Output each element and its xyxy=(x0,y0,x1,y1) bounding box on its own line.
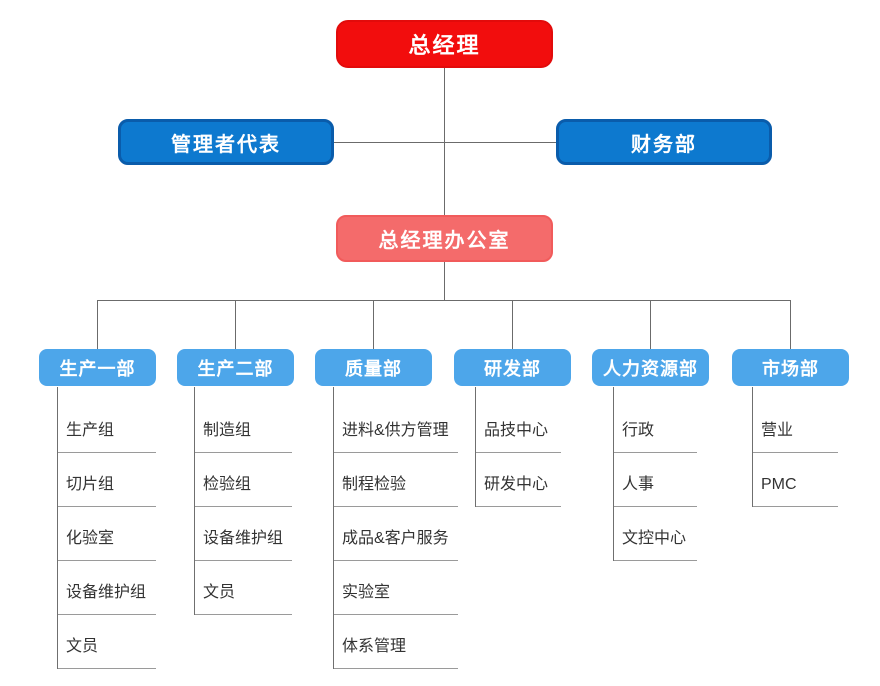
node-dept-quality-label: 质量部 xyxy=(345,358,402,379)
list-quality-units: 进料&供方管理 制程检验 成品&客户服务 实验室 体系管理 xyxy=(333,387,458,669)
list-production2-units: 制造组 检验组 设备维护组 文员 xyxy=(194,387,292,615)
list-item: PMC xyxy=(753,453,838,507)
node-dept-hr-label: 人力资源部 xyxy=(603,358,698,379)
node-gm-office-label: 总经理办公室 xyxy=(378,230,511,252)
list-rnd-units: 品技中心 研发中心 xyxy=(475,387,561,507)
connector-level2-horizontal xyxy=(334,142,556,143)
list-item: 营业 xyxy=(753,387,838,453)
list-item: 设备维护组 xyxy=(195,507,292,561)
list-production1-units: 生产组 切片组 化验室 设备维护组 文员 xyxy=(57,387,156,669)
node-dept-rnd-label: 研发部 xyxy=(484,358,541,379)
connector-drop-production1 xyxy=(97,300,98,349)
node-general-manager-label: 总经理 xyxy=(408,33,481,58)
node-finance-department-label: 财务部 xyxy=(631,133,697,156)
list-item: 研发中心 xyxy=(476,453,561,507)
connector-department-bus xyxy=(97,300,791,301)
node-general-manager: 总经理 xyxy=(336,20,553,68)
list-item: 检验组 xyxy=(195,453,292,507)
list-item: 生产组 xyxy=(58,387,156,453)
list-item: 文员 xyxy=(58,615,156,669)
node-management-representative-label: 管理者代表 xyxy=(171,133,281,156)
list-item: 化验室 xyxy=(58,507,156,561)
node-dept-hr: 人力资源部 xyxy=(592,349,709,386)
list-item: 制造组 xyxy=(195,387,292,453)
list-market-units: 营业 PMC xyxy=(752,387,838,507)
list-hr-units: 行政 人事 文控中心 xyxy=(613,387,697,561)
node-finance-department: 财务部 xyxy=(556,119,772,165)
node-dept-rnd: 研发部 xyxy=(454,349,571,386)
list-item: 文控中心 xyxy=(614,507,697,561)
list-item: 切片组 xyxy=(58,453,156,507)
node-dept-quality: 质量部 xyxy=(315,349,432,386)
node-dept-market-label: 市场部 xyxy=(762,358,819,379)
connector-drop-production2 xyxy=(235,300,236,349)
list-item: 成品&客户服务 xyxy=(334,507,458,561)
node-dept-production2: 生产二部 xyxy=(177,349,294,386)
connector-root-to-office xyxy=(444,68,445,215)
connector-drop-rnd xyxy=(512,300,513,349)
list-item: 实验室 xyxy=(334,561,458,615)
list-item: 文员 xyxy=(195,561,292,615)
node-management-representative: 管理者代表 xyxy=(118,119,334,165)
list-item: 人事 xyxy=(614,453,697,507)
list-item: 体系管理 xyxy=(334,615,458,669)
list-item: 进料&供方管理 xyxy=(334,387,458,453)
list-item: 设备维护组 xyxy=(58,561,156,615)
list-item: 行政 xyxy=(614,387,697,453)
node-dept-production1-label: 生产一部 xyxy=(59,358,136,379)
list-item: 品技中心 xyxy=(476,387,561,453)
node-dept-production1: 生产一部 xyxy=(39,349,156,386)
connector-drop-market xyxy=(790,300,791,349)
node-dept-market: 市场部 xyxy=(732,349,849,386)
connector-office-to-bus xyxy=(444,262,445,300)
node-dept-production2-label: 生产二部 xyxy=(197,358,274,379)
connector-drop-quality xyxy=(373,300,374,349)
list-item: 制程检验 xyxy=(334,453,458,507)
connector-drop-hr xyxy=(650,300,651,349)
node-gm-office: 总经理办公室 xyxy=(336,215,553,262)
